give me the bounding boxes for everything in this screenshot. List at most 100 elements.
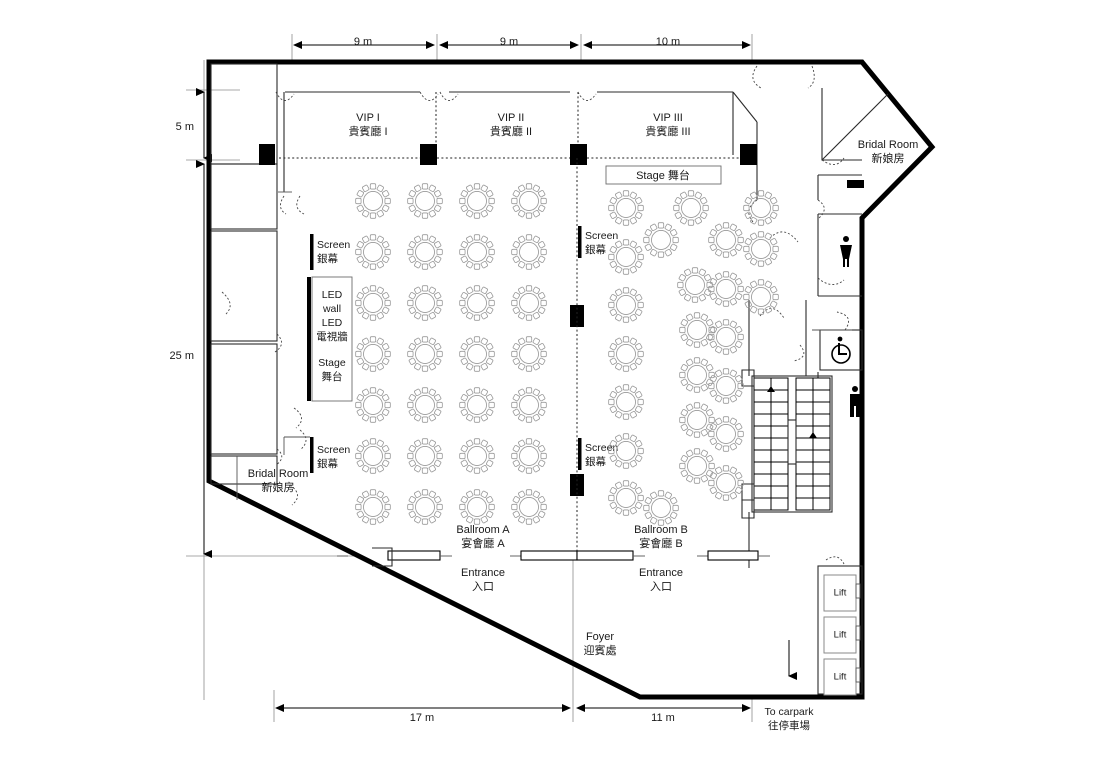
led-wall-line-3: LED (322, 317, 343, 329)
banquet-table (407, 336, 443, 372)
screen-a-lower-label-zh: 銀幕 (317, 457, 338, 470)
lift-1[interactable]: Lift (823, 574, 861, 612)
dim-top-10m: 10 m (656, 36, 680, 48)
bottom-dimension-group: 17 m 11 m (273, 560, 753, 724)
banquet-table (355, 438, 391, 474)
banquet-table (459, 387, 495, 423)
column-2 (420, 144, 437, 165)
led-wall-bar (307, 277, 311, 401)
banquet-table (511, 387, 547, 423)
banquet-table (673, 190, 709, 226)
female-toilet-icon (840, 236, 852, 267)
dim-top-9m-b: 9 m (500, 36, 518, 48)
banquet-table (608, 287, 644, 323)
banquet-table (643, 222, 679, 258)
ballroom-b-fixtures: Screen 銀幕 Screen 銀幕 Stage 舞台 (578, 165, 722, 470)
banquet-table (679, 312, 715, 348)
banquet-table (608, 433, 644, 469)
ballroom-a-label-en: Ballroom A (456, 524, 510, 536)
lift-1-label: Lift (834, 588, 847, 599)
banquet-table (708, 465, 744, 501)
banquet-table (679, 357, 715, 393)
stage-b-label: Stage 舞台 (636, 168, 690, 182)
vip-3-label-en: VIP III (653, 112, 683, 124)
left-service-rooms (210, 63, 283, 500)
banquet-table (459, 183, 495, 219)
banquet-table (708, 368, 744, 404)
banquet-table (743, 190, 779, 226)
foyer-label-zh: 迎賓處 (584, 643, 617, 657)
area-labels-group: Ballroom A 宴會廳 A Ballroom B 宴會廳 B Entran… (248, 468, 688, 657)
ballroom-a-fixtures: Screen 銀幕 Screen 銀幕 LED wall LED 電視牆 Sta… (221, 195, 353, 506)
banquet-table (355, 489, 391, 525)
dim-bottom-11m: 11 m (651, 712, 675, 724)
banquet-table (608, 336, 644, 372)
banquet-table (511, 183, 547, 219)
screen-bar-b-upper (578, 226, 582, 258)
banquet-table (608, 384, 644, 420)
vip-1-label-zh: 貴賓廳 I (348, 124, 387, 138)
entrance-a-label-zh: 入口 (472, 581, 494, 593)
ballroom-a-label-zh: 宴會廳 A (461, 536, 505, 550)
banquet-table (459, 489, 495, 525)
screen-b-lower-label-zh: 銀幕 (585, 455, 606, 468)
entrance-door-a1 (387, 550, 441, 561)
screen-bar-a-lower (310, 437, 314, 473)
banquet-table (608, 480, 644, 516)
banquet-table (355, 183, 391, 219)
banquet-table (407, 234, 443, 270)
banquet-table (459, 438, 495, 474)
bridal-room-left-label-zh: 新娘房 (262, 480, 295, 494)
banquet-table (355, 336, 391, 372)
banquet-table (608, 239, 644, 275)
banquet-table (608, 190, 644, 226)
banquet-table (511, 438, 547, 474)
banquet-table (407, 489, 443, 525)
top-dimension-group: 9 m 9 m 10 m (291, 34, 753, 60)
bridal-room-left-label-en: Bridal Room (248, 468, 309, 480)
male-toilet-icon (850, 386, 860, 417)
banquet-table (708, 222, 744, 258)
staircase-group (741, 231, 833, 568)
foyer-label-en: Foyer (586, 631, 614, 643)
vip-1-label-en: VIP I (356, 112, 380, 124)
column-4 (740, 144, 757, 165)
banquet-table (677, 267, 713, 303)
stage-a-line-1: Stage (318, 357, 346, 369)
led-wall-line-4: 電視牆 (316, 330, 348, 343)
entrance-b-label-en: Entrance (639, 567, 683, 579)
banquet-table (511, 285, 547, 321)
banquet-table (355, 387, 391, 423)
vip-2-label-zh: 貴賓廳 II (490, 124, 532, 138)
lift-2[interactable]: Lift (823, 616, 861, 654)
banquet-table (459, 285, 495, 321)
lift-3-label: Lift (834, 672, 847, 683)
vip-3-label-zh: 貴賓廳 III (645, 124, 690, 138)
dim-left-5m: 5 m (176, 121, 194, 133)
dim-bottom-17m: 17 m (410, 712, 434, 724)
screen-b-upper-label-en: Screen (585, 230, 618, 242)
column-1 (259, 144, 275, 165)
banquet-table (355, 285, 391, 321)
banquet-table (511, 234, 547, 270)
led-wall-line-1: LED (322, 289, 343, 301)
dim-top-9m-a: 9 m (354, 36, 372, 48)
lift-2-label: Lift (834, 630, 847, 641)
lift-3[interactable]: Lift (823, 658, 861, 696)
banquet-table (459, 336, 495, 372)
vip-2-label-en: VIP II (498, 112, 525, 124)
dim-left-25m: 25 m (170, 350, 194, 362)
banquet-table (459, 234, 495, 270)
banquet-table (407, 438, 443, 474)
banquet-table (511, 489, 547, 525)
entrance-doors-group (337, 547, 770, 567)
ballroom-b-label-en: Ballroom B (634, 524, 688, 536)
screen-b-upper-label-zh: 銀幕 (585, 243, 606, 256)
tables-layer (355, 183, 779, 526)
ballroom-b-label-zh: 宴會廳 B (639, 536, 682, 550)
bridal-room-right-label-en: Bridal Room (858, 139, 919, 151)
entrance-door-a2 (520, 550, 578, 561)
banquet-table (643, 490, 679, 526)
screen-a-lower-label-en: Screen (317, 444, 350, 456)
